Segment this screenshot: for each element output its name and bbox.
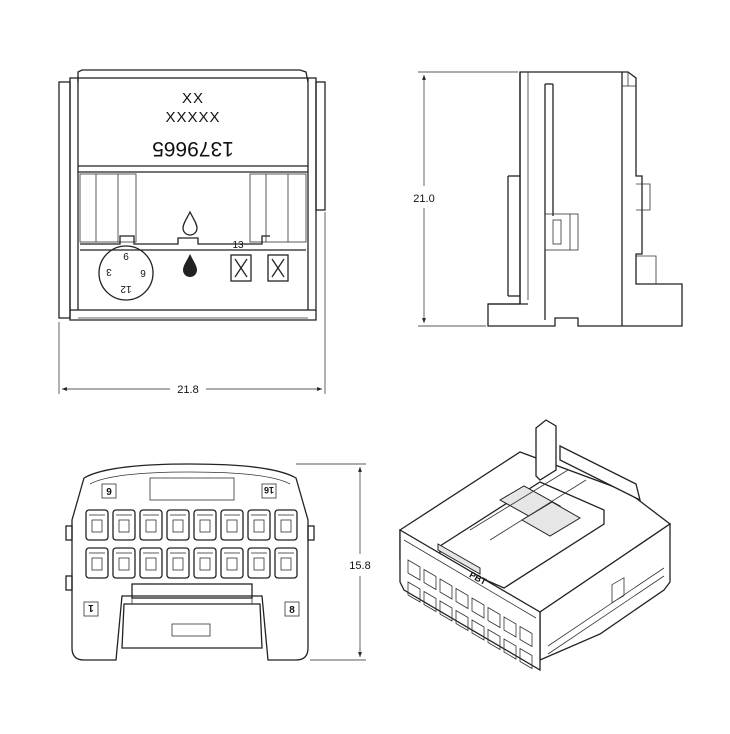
terminal-cavity — [193, 547, 217, 579]
part-number-mirrored: 1379665 — [152, 137, 234, 160]
dial-mark-3: 3 — [106, 266, 112, 277]
pin-label-8: 8 — [284, 601, 300, 617]
orientation-dial: 6 9 12 3 — [98, 245, 154, 301]
terminal-cavity — [274, 509, 298, 541]
dial-mark-6: 6 — [123, 252, 129, 263]
terminal-cavity — [112, 547, 136, 579]
dimension-height: 21.0 — [413, 193, 434, 205]
iso-cavity — [439, 600, 453, 622]
water-drop-icon — [182, 210, 198, 236]
terminal-cavity — [139, 547, 163, 579]
terminal-cavity — [247, 547, 271, 579]
pin-label-16: 16 — [261, 483, 277, 499]
terminal-cavity — [220, 509, 244, 541]
svg-text:8: 8 — [289, 605, 295, 616]
terminal-cavity — [166, 509, 190, 541]
dial-mark-12: 12 — [120, 283, 132, 294]
iso-cavity — [455, 609, 469, 632]
iso-cavity — [471, 619, 485, 641]
iso-cavity — [439, 578, 453, 600]
front-view: XX XXXXX 1379665 13 6 9 12 3 — [58, 69, 326, 396]
iso-cavity — [503, 638, 517, 660]
dimension-width: 21.8 — [177, 384, 198, 396]
iso-cavity — [423, 568, 437, 591]
side-view: 21.0 — [413, 71, 683, 327]
mating-face-view: 9 16 1 8 15.8 — [65, 463, 371, 661]
x-box-icon — [267, 254, 289, 282]
isometric-view: PBT — [399, 419, 672, 672]
iso-cavity — [487, 628, 501, 651]
marking-line1: XX — [182, 90, 204, 107]
dial-mark-9: 9 — [140, 269, 146, 280]
iso-cavity — [423, 590, 437, 613]
water-drop-icon — [183, 254, 197, 277]
iso-cavity — [519, 647, 533, 670]
terminal-cavity — [112, 509, 136, 541]
terminal-cavity-grid — [85, 509, 298, 579]
iso-cavity — [471, 597, 485, 619]
marking-line2: XXXXX — [165, 109, 220, 126]
iso-cavity — [407, 581, 421, 603]
terminal-cavity — [85, 547, 109, 579]
terminal-cavity — [220, 547, 244, 579]
iso-cavity — [455, 587, 469, 610]
terminal-cavity — [193, 509, 217, 541]
iso-cavity — [487, 606, 501, 629]
terminal-cavity — [247, 509, 271, 541]
x-box-icon — [230, 254, 252, 282]
dimension-depth: 15.8 — [349, 560, 370, 572]
terminal-cavity — [166, 547, 190, 579]
svg-text:1: 1 — [88, 602, 94, 613]
iso-cavity — [407, 559, 421, 581]
terminal-cavity — [85, 509, 109, 541]
pin-label-9: 9 — [101, 483, 117, 499]
iso-cavity — [519, 625, 533, 648]
svg-text:16: 16 — [264, 485, 274, 495]
cavity-label: 13 — [232, 240, 244, 251]
pin-label-1: 1 — [83, 601, 99, 617]
iso-terminal-cavities — [407, 559, 533, 670]
iso-cavity — [503, 616, 517, 638]
terminal-cavity — [139, 509, 163, 541]
terminal-cavity — [274, 547, 298, 579]
svg-text:9: 9 — [106, 487, 112, 498]
